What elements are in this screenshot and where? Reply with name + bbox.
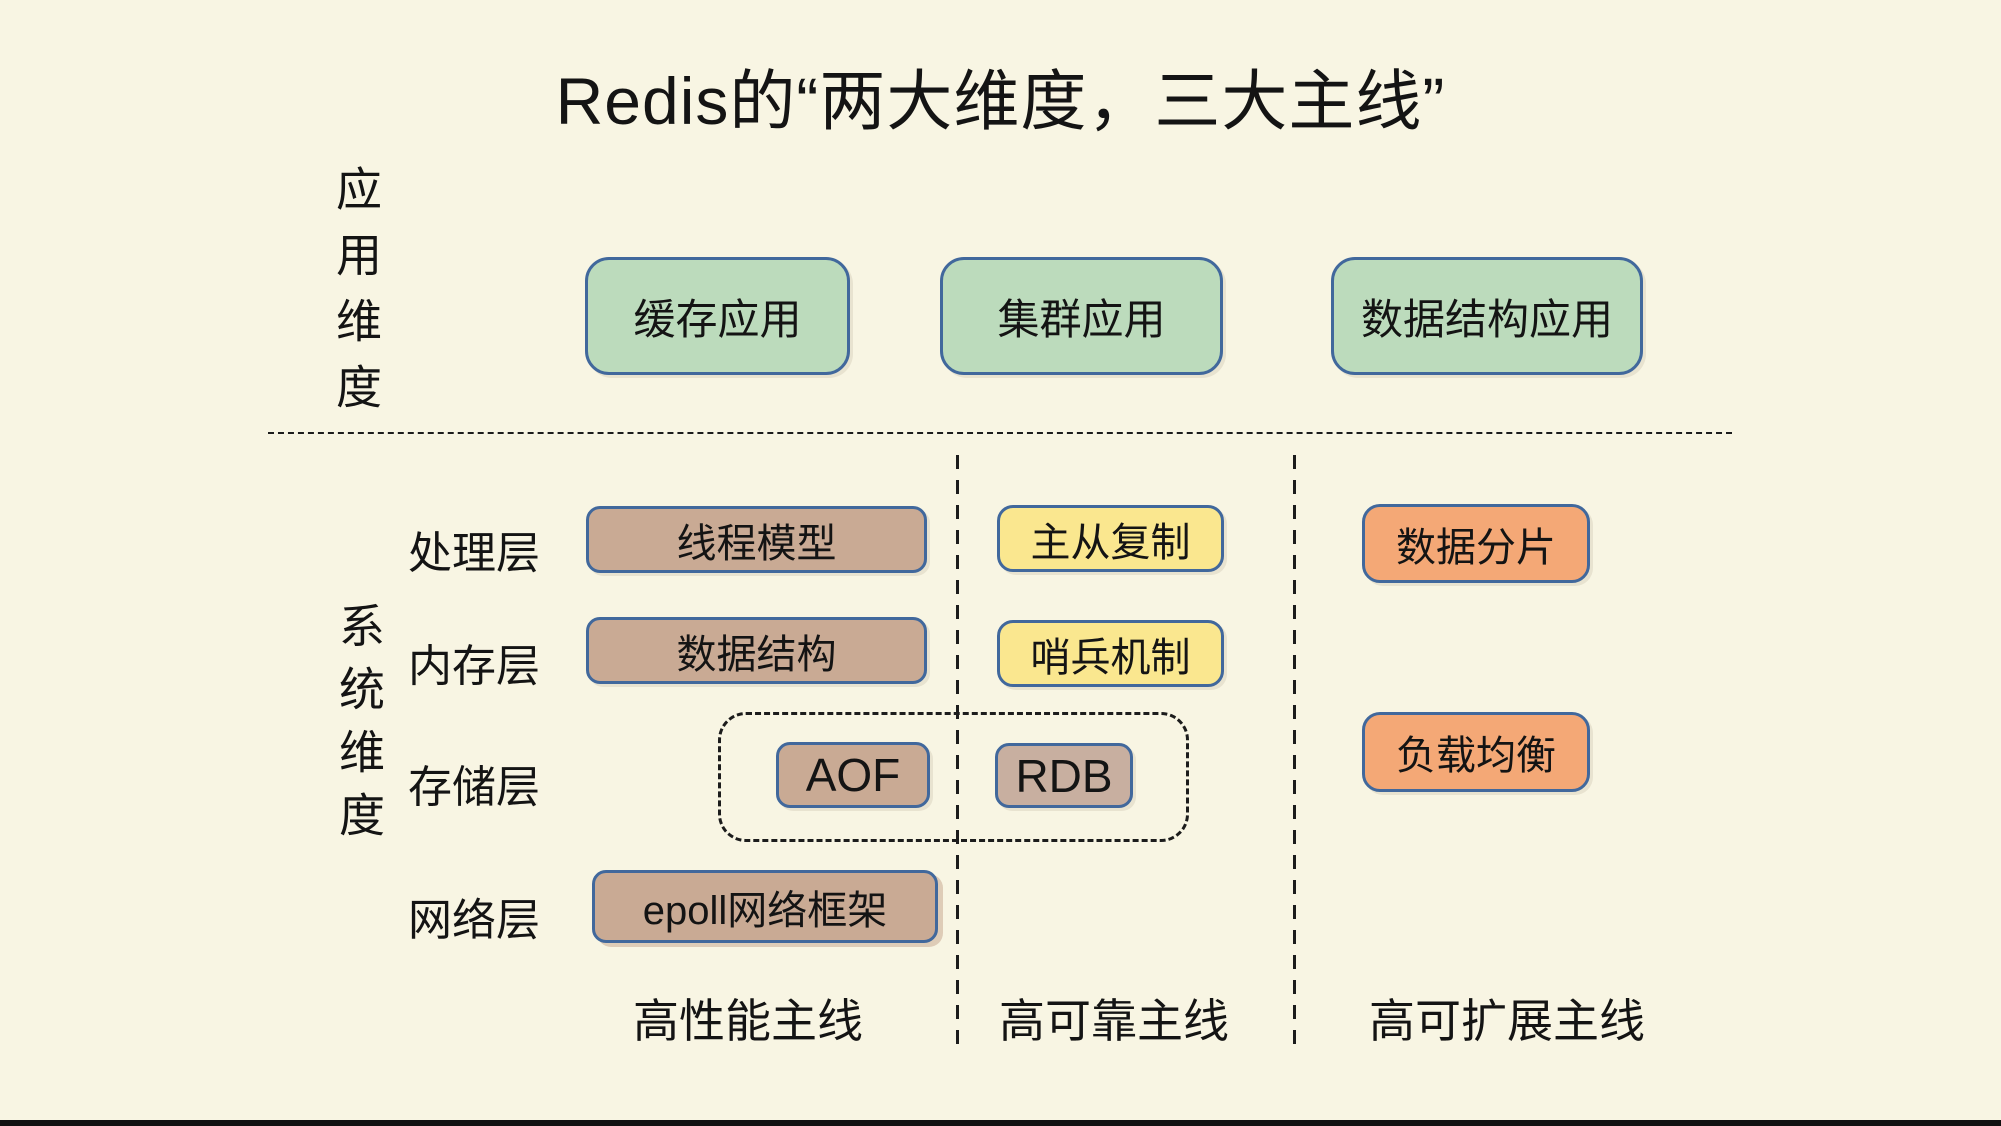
- layer-label-storage: 存储层: [408, 763, 540, 812]
- layer-label-processing: 处理层: [408, 529, 540, 578]
- module-box-thread-model: 线程模型: [586, 506, 927, 573]
- module-box-sharding: 数据分片: [1362, 504, 1590, 583]
- module-box-load-balancing: 负载均衡: [1362, 712, 1590, 792]
- app-box-cache: 缓存应用: [585, 257, 850, 375]
- persistence-group-outline: [718, 712, 1189, 842]
- mainline-label-reliability: 高可靠主线: [999, 995, 1229, 1047]
- app-box-cluster: 集群应用: [940, 257, 1223, 375]
- app-box-data-structure: 数据结构应用: [1331, 257, 1643, 375]
- dimension-divider-line: [268, 432, 1732, 434]
- system-dimension-label: 系统维度: [333, 602, 385, 854]
- module-box-epoll: epoll网络框架: [592, 870, 938, 943]
- module-box-sentinel: 哨兵机制: [997, 620, 1224, 687]
- module-box-aof: AOF: [776, 742, 930, 808]
- mainline-label-performance: 高性能主线: [633, 995, 863, 1047]
- module-box-rdb: RDB: [995, 743, 1133, 808]
- module-box-data-structure: 数据结构: [586, 617, 927, 684]
- layer-label-memory: 内存层: [408, 642, 540, 691]
- mainline-label-scalability: 高可扩展主线: [1369, 995, 1645, 1047]
- layer-label-network: 网络层: [408, 896, 540, 945]
- bottom-edge-bar: [0, 1120, 2001, 1126]
- mainline-divider-1: [956, 455, 959, 1045]
- app-dimension-label: 应用维度: [330, 165, 382, 429]
- module-box-master-slave: 主从复制: [997, 505, 1224, 572]
- page-title: Redis的“两大维度，三大主线”: [555, 64, 1446, 138]
- mainline-divider-2: [1293, 455, 1296, 1045]
